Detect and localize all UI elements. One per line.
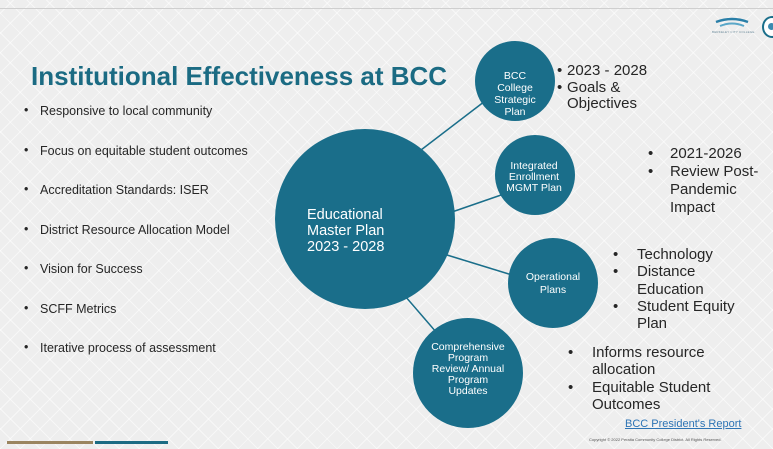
district-seal-icon (762, 16, 773, 38)
left-bullet-list: Responsive to local community Focus on e… (23, 103, 293, 381)
bullet-item: Vision for Success (23, 261, 293, 302)
detail-item: 2021-2026 (648, 145, 773, 163)
operational-plans-details: Technology Distance Education Student Eq… (613, 246, 767, 332)
top-divider (0, 8, 773, 9)
logo-text: BERKELEY CITY COLLEGE (712, 30, 755, 34)
node-circle (413, 318, 523, 428)
college-logo: BERKELEY CITY COLLEGE (712, 14, 755, 38)
connector-line (420, 97, 490, 151)
bullet-item: SCFF Metrics (23, 301, 293, 342)
slide-title: Institutional Effectiveness at BCC (31, 61, 448, 91)
logo-wave-icon (715, 17, 749, 27)
bullet-item: Focus on equitable student outcomes (23, 143, 293, 184)
detail-item: 2023 - 2028 (557, 62, 647, 80)
enrollment-plan-label: Integrated Enrollment MGMT Plan (506, 160, 562, 195)
connector-line (451, 193, 505, 213)
center-node-label: Educational Master Plan 2023 - 2028 (307, 207, 385, 255)
presidents-report-link[interactable]: BCC President's Report (625, 418, 742, 430)
detail-item: Goals & Objectives (557, 79, 647, 113)
detail-item: Equitable Student Outcomes (568, 379, 742, 414)
enrollment-plan-details: 2021-2026 Review Post-Pandemic Impact (648, 145, 773, 217)
node-circle (475, 41, 555, 121)
detail-item: Technology (613, 246, 767, 264)
bullet-item: Responsive to local community (23, 103, 293, 144)
center-circle (275, 129, 455, 309)
detail-item: Student Equity Plan (613, 298, 767, 333)
connector-line (446, 254, 513, 276)
bullet-item: Iterative process of assessment (23, 340, 293, 381)
copyright-text: Copyright © 2022 Peralta Community Colle… (589, 437, 722, 442)
node-circle (508, 238, 598, 328)
strategic-plan-details: 2023 - 2028 Goals & Objectives (557, 62, 647, 113)
bullet-item: District Resource Allocation Model (23, 222, 293, 263)
program-review-label: Comprehensive Program Review/ Annual Pro… (431, 341, 505, 398)
strategic-plan-label: BCC College Strategic Plan (494, 70, 536, 119)
bullet-item: Accreditation Standards: ISER (23, 182, 293, 223)
node-circle (495, 135, 575, 215)
footer-accent-bar (95, 441, 168, 444)
detail-item: Distance Education (613, 263, 752, 298)
footer-accent-bar (7, 441, 93, 444)
detail-item: Informs resource allocation (568, 344, 742, 379)
detail-item: Review Post-Pandemic Impact (648, 163, 773, 217)
operational-plans-label: Operational Plans (525, 271, 581, 296)
program-review-details: Informs resource allocation Equitable St… (568, 344, 742, 413)
